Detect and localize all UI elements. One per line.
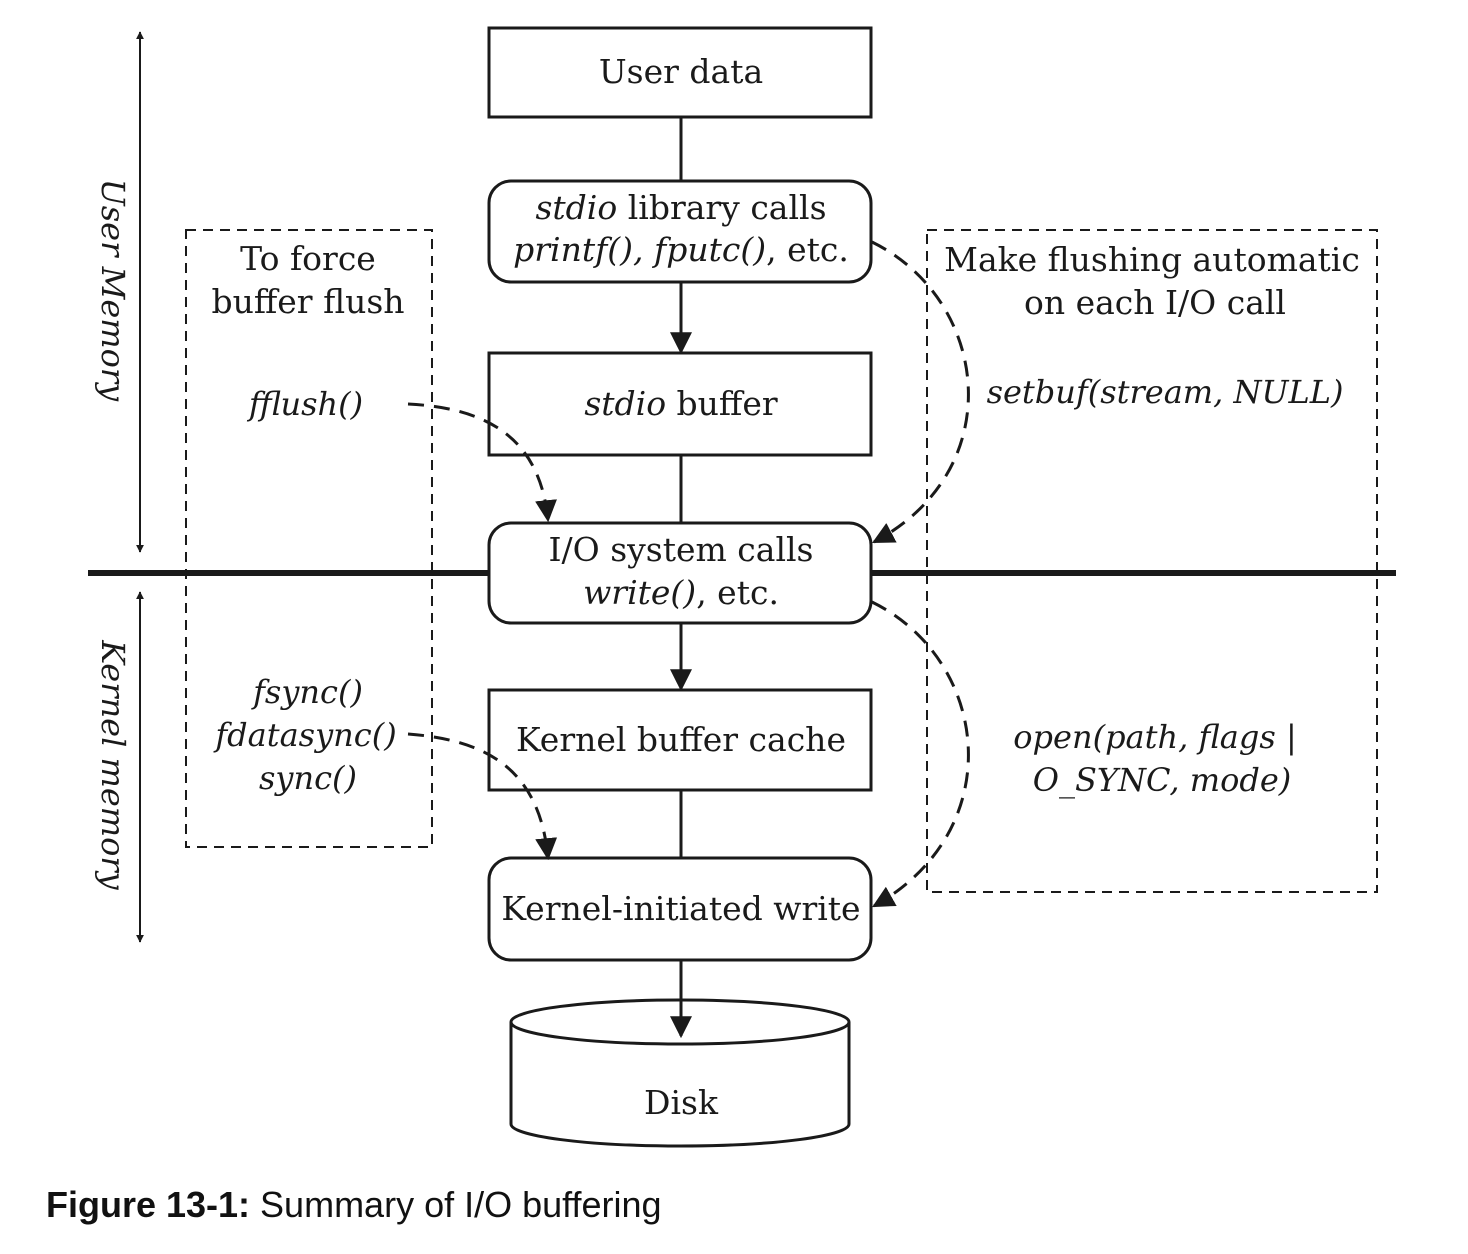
kernel-memory-label: Kernel memory: [94, 639, 132, 890]
o-sync-arrow: [871, 600, 970, 908]
figure-caption: Figure 13-1: Summary of I/O buffering: [46, 1184, 662, 1226]
right-panel-title-2: on each I/O call: [1024, 283, 1286, 322]
user-memory-label: User Memory: [94, 179, 132, 402]
io-system-calls-box: [487, 521, 873, 625]
user-data-label: User data: [599, 52, 763, 91]
stdio-calls-line1: stdio library calls: [535, 188, 826, 227]
fdatasync-label: fdatasync(): [213, 716, 396, 754]
kernel-buffer-cache-box: [487, 688, 873, 792]
stdio-calls-line2: printf(), fputc(), etc.: [513, 230, 849, 269]
right-dashed-panel: [926, 229, 1378, 893]
kernel-cache-label: Kernel buffer cache: [516, 720, 846, 759]
fsync-label: fsync(): [251, 673, 363, 711]
stdio-buffer-box: [487, 351, 873, 457]
open-label-1: open(path, flags |: [1013, 718, 1296, 756]
setbuf-label: setbuf(stream, NULL): [987, 373, 1344, 411]
caption-text: Summary of I/O buffering: [250, 1184, 662, 1225]
user-data-box: [487, 26, 873, 119]
right-panel-title-1: Make flushing automatic: [944, 240, 1360, 279]
stdio-calls-box: [487, 179, 873, 284]
left-panel-title-1: To force: [240, 239, 376, 278]
fflush-label: fflush(): [247, 385, 363, 423]
kernel-write-label: Kernel-initiated write: [501, 889, 860, 928]
io-calls-line2: write(), etc.: [583, 573, 779, 612]
disk-label: Disk: [644, 1083, 719, 1122]
io-calls-line1: I/O system calls: [549, 530, 814, 569]
sync-label: sync(): [259, 759, 357, 797]
caption-label: Figure 13-1:: [46, 1184, 251, 1225]
left-dashed-panel: [185, 229, 433, 848]
setbuf-arrow: [871, 240, 970, 544]
open-label-2: O_SYNC, mode): [1033, 761, 1291, 799]
stdio-buffer-label: stdio buffer: [584, 384, 778, 423]
left-panel-title-2: buffer flush: [211, 282, 404, 321]
fflush-arrow: [407, 402, 557, 523]
fsync-arrow: [407, 732, 558, 861]
kernel-write-box: [487, 856, 873, 962]
